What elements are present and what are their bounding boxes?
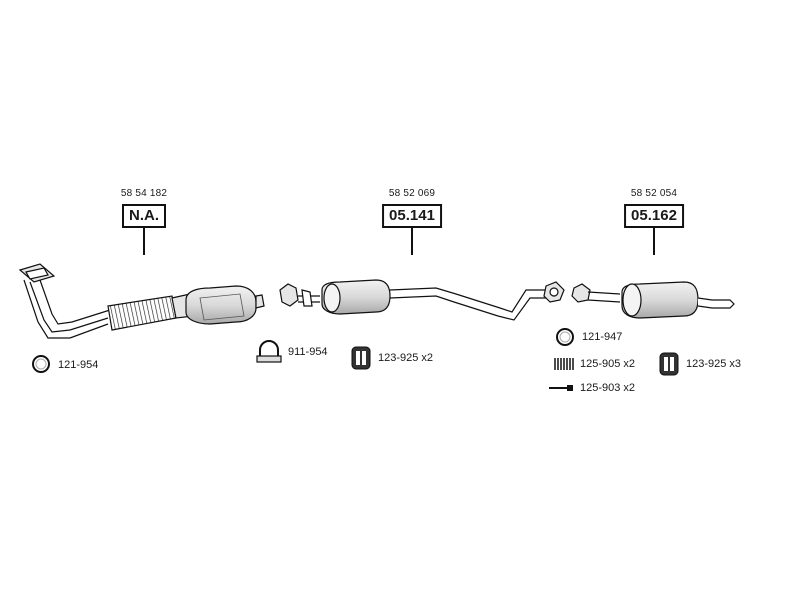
oem-number-middle: 58 52 069 [388, 188, 436, 199]
part-label-125-903-x2[interactable]: 125-903 x2 [580, 382, 636, 394]
part-label-125-905-x2[interactable]: 125-905 x2 [580, 358, 636, 370]
ref-box-middle[interactable]: 05.141 [382, 204, 442, 228]
oem-number-rear: 58 52 054 [630, 188, 678, 199]
part-label-123-925-x3[interactable]: 123-925 x3 [686, 358, 742, 370]
leader-line-front [143, 228, 145, 255]
oem-number-front: 58 54 182 [120, 188, 168, 199]
part-label-121-947[interactable]: 121-947 [582, 331, 623, 343]
front-pipe-assembly[interactable] [18, 263, 265, 339]
ring-gasket-icon [32, 355, 50, 373]
part-label-911-954[interactable]: 911-954 [288, 346, 328, 358]
rubber-hanger-icon [659, 352, 679, 376]
bolt-icon [549, 385, 573, 391]
part-label-121-954[interactable]: 121-954 [58, 359, 99, 371]
rear-silencer-assembly[interactable] [571, 281, 735, 319]
leader-line-middle [411, 228, 413, 255]
spring-icon [554, 358, 574, 370]
ref-box-front[interactable]: N.A. [122, 204, 166, 228]
ref-box-rear[interactable]: 05.162 [624, 204, 684, 228]
middle-pipe-assembly[interactable] [279, 279, 565, 321]
leader-line-rear [653, 228, 655, 255]
rubber-hanger-icon [351, 346, 371, 370]
part-label-123-925-x2[interactable]: 123-925 x2 [378, 352, 434, 364]
u-clamp-icon [256, 340, 282, 363]
ring-gasket-icon [556, 328, 574, 346]
